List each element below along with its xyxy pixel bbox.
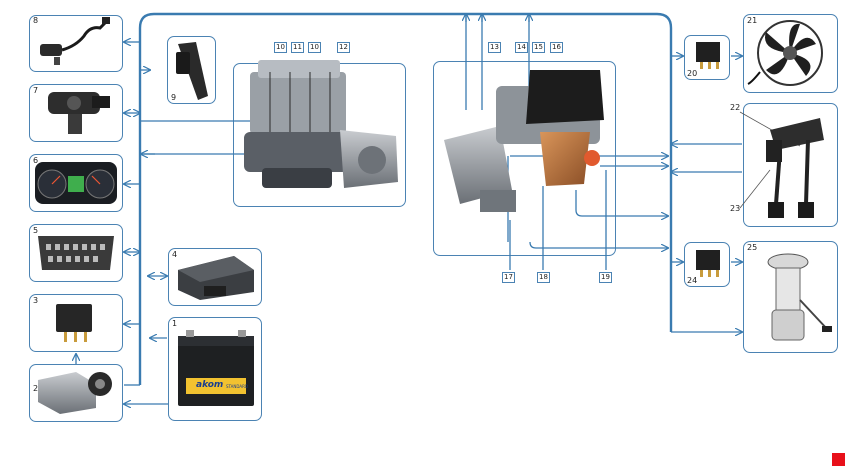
label-4: 4 [172, 250, 178, 259]
fuel-pump-module-illustration [767, 253, 832, 341]
label-22: 22 [730, 103, 741, 112]
accelerator-pedal-illustration [176, 42, 208, 100]
label-24: 24 [687, 276, 698, 285]
label-25: 25 [747, 243, 758, 252]
box-24-relay [684, 242, 730, 287]
pedal-assembly-illustration [766, 118, 824, 218]
battery-subtitle: STANDARD [226, 384, 249, 389]
cooling-fan-illustration [747, 20, 823, 86]
diagnostic-connector-illustration [38, 236, 114, 270]
callout-13: 13 [488, 42, 501, 53]
callout-15: 15 [532, 42, 545, 53]
box-22-23-pedals [743, 103, 838, 227]
sensor-7-illustration [48, 92, 110, 134]
label-5: 5 [33, 226, 39, 235]
callout-12: 12 [337, 42, 350, 53]
callout-14: 14 [515, 42, 528, 53]
label-20: 20 [687, 69, 698, 78]
callout-10a: 10 [274, 42, 287, 53]
label-9: 9 [171, 93, 177, 102]
label-2: 2 [33, 384, 39, 393]
red-marker [832, 453, 845, 466]
battery-brand: akom [196, 380, 224, 390]
callout-19: 19 [599, 272, 612, 283]
ignition-switch-illustration [38, 372, 112, 414]
label-21: 21 [747, 16, 758, 25]
relay-20-illustration [696, 42, 720, 69]
relay-24-illustration [696, 250, 720, 277]
ecu-illustration [178, 256, 254, 300]
label-3: 3 [33, 296, 39, 305]
label-8: 8 [33, 16, 39, 25]
main-bus [138, 12, 673, 385]
callout-10b: 10 [308, 42, 321, 53]
callout-18: 18 [537, 272, 550, 283]
callout-17: 17 [502, 272, 515, 283]
callout-16: 16 [550, 42, 563, 53]
label-7: 7 [33, 86, 39, 95]
label-6: 6 [33, 156, 39, 165]
relay-3-illustration [56, 304, 92, 342]
battery-illustration [178, 330, 254, 406]
callout-11: 11 [291, 42, 304, 53]
label-1: 1 [172, 319, 178, 328]
engine-intake-illustration [444, 70, 604, 212]
sensor-8-illustration [40, 17, 110, 65]
instrument-cluster-illustration [35, 162, 117, 204]
engine-gearbox-illustration [244, 60, 398, 188]
label-23: 23 [730, 204, 741, 213]
